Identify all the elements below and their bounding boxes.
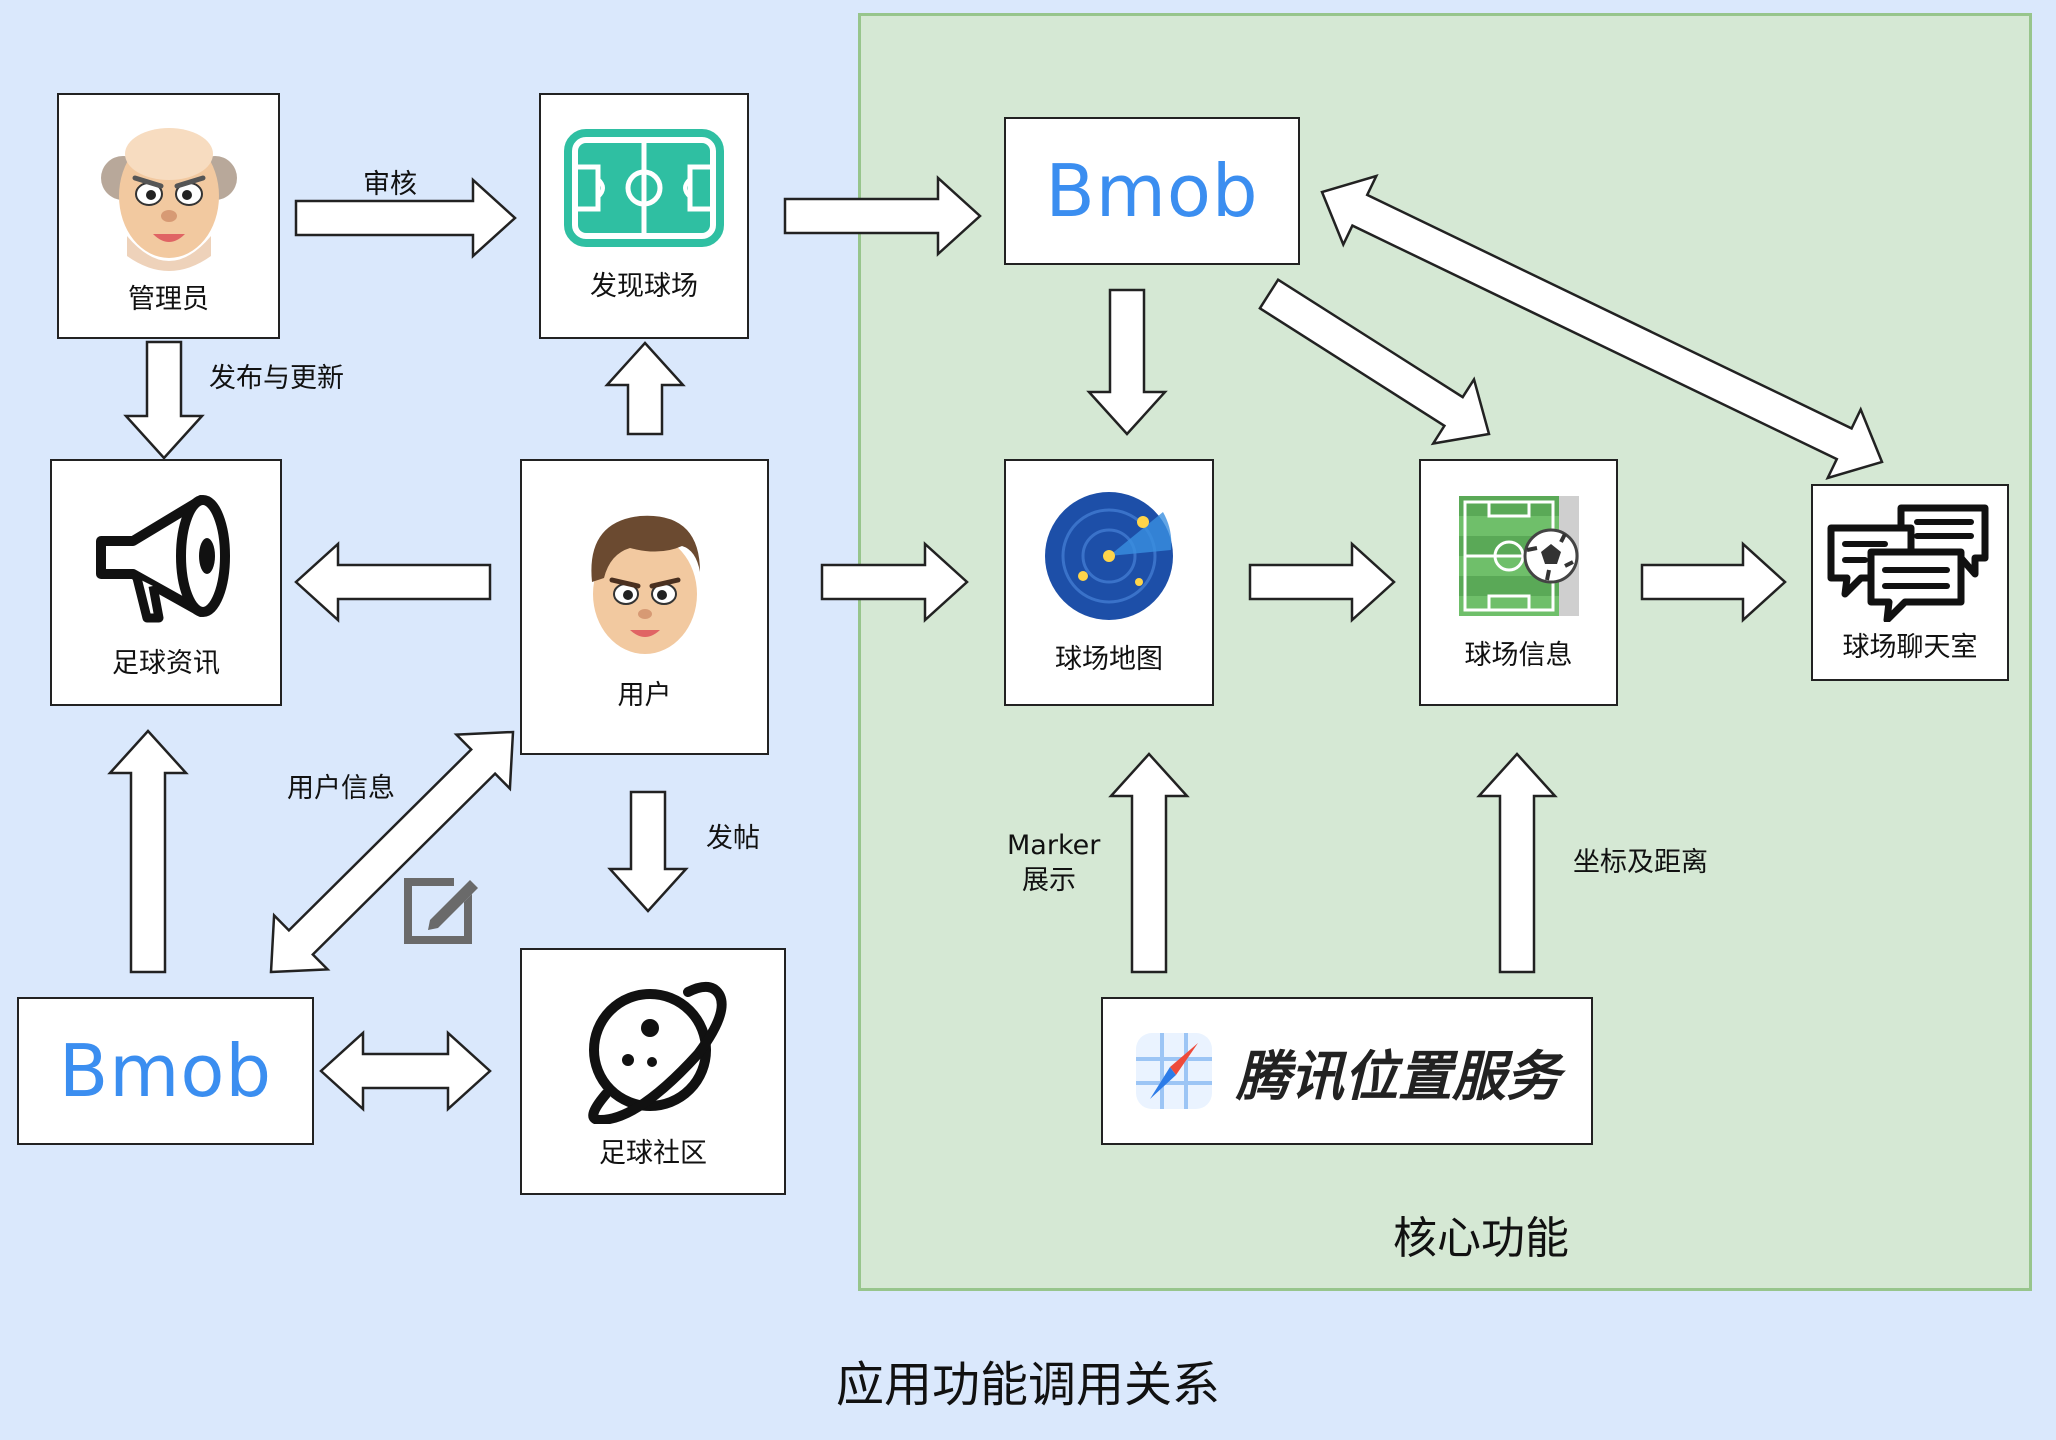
edit-icon: [404, 878, 478, 944]
chatroom-label: 球场聊天室: [1842, 631, 1978, 663]
arrow-discover-to-bmob: [783, 175, 982, 257]
bmob-top-logo: Bmob: [1045, 149, 1259, 233]
field-info-icon: [1458, 495, 1579, 616]
football-field-icon: [564, 129, 724, 247]
radar-map-icon: [1045, 491, 1173, 620]
bmob-left-logo: Bmob: [58, 1029, 273, 1113]
arrow-user-to-discover: [604, 341, 686, 436]
field-map-node: 球场地图: [1004, 459, 1214, 706]
discover-field-node: 发现球场: [539, 93, 749, 339]
arrow-user-to-map: [820, 541, 969, 623]
admin-label: 管理员: [128, 284, 209, 315]
arrow-bmob-chatroom-double: [1320, 174, 1884, 480]
planet-icon: [588, 981, 727, 1124]
arrow-user-to-community: [607, 790, 689, 913]
field-info-label: 球场信息: [1464, 639, 1573, 671]
field-info-node: 球场信息: [1419, 459, 1618, 706]
arrow-admin-to-news: [123, 340, 205, 460]
compass-icon: [1136, 1033, 1212, 1109]
user-avatar-icon: [590, 515, 700, 654]
arrow-bmob-to-map: [1086, 288, 1168, 436]
arrow-tencent-to-map: [1108, 752, 1190, 974]
edge-label-marker: Marker: [1007, 830, 1101, 861]
page-title: 应用功能调用关系: [835, 1357, 1220, 1413]
edge-label-post: 发帖: [706, 823, 760, 854]
football-community-node: 足球社区: [520, 948, 786, 1195]
tencent-location-label: 腾讯位置服务: [1236, 1044, 1560, 1108]
megaphone-icon: [96, 494, 230, 622]
arrow-map-to-fieldinfo: [1248, 541, 1396, 623]
arrow-user-bmob-double: [269, 730, 515, 974]
football-news-node: 足球资讯: [50, 459, 282, 706]
arrow-bmob-community-double: [319, 1030, 492, 1112]
user-label: 用户: [617, 680, 672, 711]
arrow-bmob-to-fieldinfo: [1258, 277, 1491, 446]
arrow-fieldinfo-to-chatroom: [1640, 541, 1787, 623]
discover-field-label: 发现球场: [590, 271, 698, 302]
bmob-left-node: Bmob: [17, 997, 314, 1145]
edge-label-publish-update: 发布与更新: [209, 363, 344, 394]
chat-bubbles-icon: [1827, 504, 1989, 622]
bmob-top-node: Bmob: [1004, 117, 1300, 265]
admin-node: 管理员: [57, 93, 280, 339]
field-map-label: 球场地图: [1055, 643, 1163, 675]
edge-label-user-info: 用户信息: [287, 773, 395, 804]
tencent-location-node: 腾讯位置服务: [1101, 997, 1593, 1145]
arrow-tencent-to-fieldinfo: [1476, 752, 1558, 974]
user-node: 用户: [520, 459, 769, 755]
edge-label-review: 审核: [363, 169, 417, 200]
edge-label-coord-distance: 坐标及距离: [1573, 847, 1708, 878]
arrow-user-to-news: [294, 541, 492, 623]
football-community-label: 足球社区: [599, 1137, 707, 1169]
core-functions-title: 核心功能: [1393, 1213, 1569, 1264]
football-news-label: 足球资讯: [112, 647, 220, 679]
edge-label-display: 展示: [1022, 865, 1076, 896]
arrow-bmob-to-news: [107, 729, 189, 974]
chatroom-node: 球场聊天室: [1811, 484, 2009, 681]
arrow-admin-to-discover: [294, 177, 517, 259]
admin-avatar-icon: [100, 128, 237, 271]
